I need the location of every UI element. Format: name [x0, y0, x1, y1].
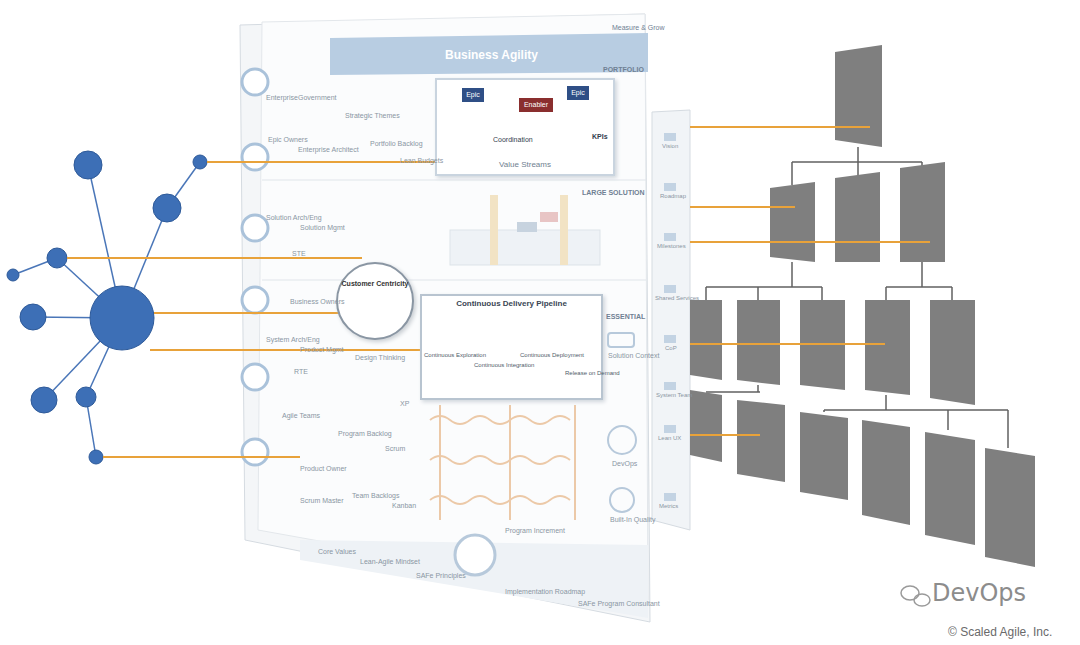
org-boxes: [690, 45, 1035, 567]
node-text: Epic: [462, 88, 484, 102]
essential-icons: [608, 333, 636, 512]
panel-label: SAFe Program Consultant: [578, 600, 660, 608]
panel-label: Lean UX: [658, 435, 681, 442]
safe-panel-inner: [258, 14, 648, 600]
panel-label: KPIs: [592, 133, 608, 141]
wechat-icon: [901, 586, 930, 606]
panel-label: Enterprise Architect: [298, 146, 359, 154]
panel-label: Business Agility: [445, 49, 538, 62]
panel-box: Continuous Delivery Pipeline: [420, 294, 603, 400]
network-links: [13, 162, 200, 457]
panel-label: Built-In Quality: [610, 516, 656, 524]
panel-label: Scrum Master: [300, 497, 344, 505]
node-text: Epic: [567, 86, 589, 100]
safe-panel: [240, 14, 650, 622]
panel-label: XP: [400, 400, 409, 408]
strip-icons: [664, 133, 676, 501]
panel-label: CoP: [665, 345, 677, 352]
panel-label: SAFe Principles: [416, 572, 466, 580]
program-increments: [430, 405, 575, 520]
node-text: Enabler: [519, 98, 553, 112]
panel-label: Program Increment: [505, 527, 565, 535]
leader-lines: [67, 127, 930, 457]
epic-tag: Epic: [567, 86, 589, 100]
panel-label: Vision: [662, 143, 678, 150]
panel-label: Strategic Themes: [345, 112, 400, 120]
panel-label: Roadmap: [660, 193, 686, 200]
panel-label: Continuous Deployment: [520, 352, 584, 359]
panel-label: PORTFOLIO: [603, 66, 644, 74]
panel-label: DevOps: [612, 460, 637, 468]
panel-label: Core Values: [318, 548, 356, 556]
panel-label: Solution Context: [608, 352, 659, 360]
icon-column: [242, 69, 268, 465]
panel-label: LARGE SOLUTION: [582, 189, 645, 197]
panel-label: Agile Teams: [282, 412, 320, 420]
panel-label: Scrum: [385, 445, 405, 453]
panel-label: Team Backlogs: [352, 492, 399, 500]
panel-label: Release on Demand: [565, 370, 620, 377]
panel-label: Coordination: [493, 136, 533, 144]
panel-label: Epic Owners: [268, 136, 308, 144]
node-text: Value Streams: [437, 160, 613, 169]
panel-label: Implementation Roadmap: [505, 588, 585, 596]
panel-label: Program Backlog: [338, 430, 392, 438]
panel-label: Continuous Integration: [474, 362, 534, 369]
panel-label: Product Owner: [300, 465, 347, 473]
node-text: Continuous Delivery Pipeline: [422, 299, 601, 308]
epic-tag: Enabler: [519, 98, 553, 112]
network-nodes: [7, 151, 207, 464]
panel-label: Milestones: [657, 243, 686, 250]
panel-label: Kanban: [392, 502, 416, 510]
panel-box: Value Streams EpicEnabler Epic: [435, 78, 615, 176]
header-band: [330, 33, 648, 75]
panel-label: Business Owners: [290, 298, 344, 306]
panel-label: Government: [298, 94, 337, 102]
epic-tag: Epic: [462, 88, 484, 102]
focus-circle: Customer Centricity: [336, 262, 414, 340]
panel-label: System Arch/Eng: [266, 336, 320, 344]
panel-label: Shared Services: [655, 295, 699, 302]
panel-label: STE: [292, 250, 306, 258]
panel-label: Portfolio Backlog: [370, 140, 423, 148]
foundation-medal: [455, 535, 495, 575]
panel-label: ESSENTIAL: [606, 313, 645, 321]
icon-strip: [652, 110, 690, 530]
panel-label: Continuous Exploration: [424, 352, 486, 359]
panel-label: Lean-Agile Mindset: [360, 558, 420, 566]
panel-label: RTE: [294, 368, 308, 376]
node-text: Customer Centricity: [338, 280, 412, 287]
panel-label: System Team: [656, 392, 692, 399]
section-lines: [262, 180, 646, 280]
panel-label: Metrics: [659, 503, 678, 510]
panel-label: Solution Mgmt: [300, 224, 345, 232]
panel-label: Solution Arch/Eng: [266, 214, 322, 222]
panel-label: Enterprise: [266, 94, 298, 102]
panel-label: Design Thinking: [355, 354, 405, 362]
panel-label: Product Mgmt: [300, 346, 344, 354]
panel-label: Measure & Grow: [612, 24, 665, 32]
watermark: © Scaled Agile, Inc.: [948, 626, 1052, 639]
watermark: DevOps: [932, 580, 1026, 606]
panel-label: Lean Budgets: [400, 157, 443, 165]
solution-train: [450, 195, 600, 265]
